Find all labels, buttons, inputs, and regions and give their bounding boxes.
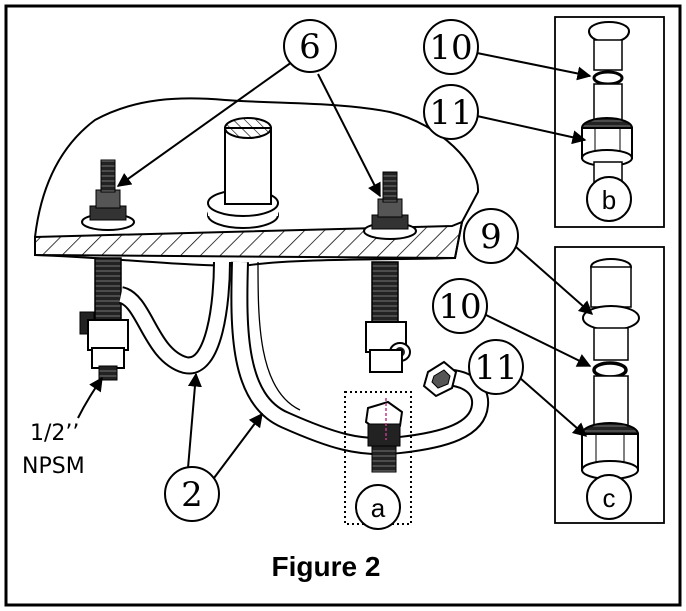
figure-title: Figure 2 — [272, 551, 381, 582]
right-valve-body — [365, 261, 411, 373]
thread-type-label: NPSM — [22, 454, 85, 479]
leader-6-right — [317, 73, 381, 198]
left-valve-body — [79, 257, 129, 381]
callout-6: 6 — [283, 19, 337, 73]
callout-11-top: 11 — [423, 84, 479, 140]
callout-10-bottom: 10 — [432, 278, 488, 334]
leader-2-a — [187, 372, 202, 469]
leader-6-left — [116, 61, 293, 187]
detail-a-box — [344, 391, 412, 525]
hose-end-nut — [422, 360, 458, 398]
detail-b-box — [554, 16, 665, 228]
callout-10-top: 10 — [423, 19, 479, 75]
svg-text:6: 6 — [299, 27, 321, 67]
leader-2-b — [213, 412, 263, 479]
detail-label-c: c — [586, 474, 632, 520]
leader-10-bottom — [483, 313, 592, 367]
leader-11-bottom — [519, 377, 588, 437]
thread-size-label: 1/2’’ — [30, 421, 79, 446]
leader-9 — [515, 246, 594, 315]
hose-left-u — [117, 261, 231, 375]
svg-text:10: 10 — [429, 28, 472, 68]
leader-11-top — [476, 115, 587, 145]
right-valve-stem — [363, 171, 417, 240]
leader-10-top — [476, 52, 592, 81]
callout-2: 2 — [164, 466, 220, 522]
svg-text:11: 11 — [474, 348, 517, 388]
svg-text:10: 10 — [438, 287, 481, 327]
callout-9: 9 — [463, 208, 519, 264]
callout-11-bottom: 11 — [468, 339, 524, 395]
svg-text:a: a — [371, 493, 386, 523]
left-valve-stem — [81, 159, 135, 231]
spout-post — [207, 117, 279, 229]
detail-label-a: a — [355, 484, 401, 530]
svg-text:2: 2 — [181, 475, 203, 515]
detail-c-box — [554, 246, 665, 524]
svg-text:b: b — [602, 185, 616, 215]
svg-text:11: 11 — [429, 93, 472, 133]
svg-text:9: 9 — [480, 217, 502, 257]
svg-text:c: c — [603, 483, 616, 513]
outer-frame — [4, 4, 682, 607]
detail-label-b: b — [586, 176, 632, 222]
leader-npsm — [77, 376, 103, 419]
